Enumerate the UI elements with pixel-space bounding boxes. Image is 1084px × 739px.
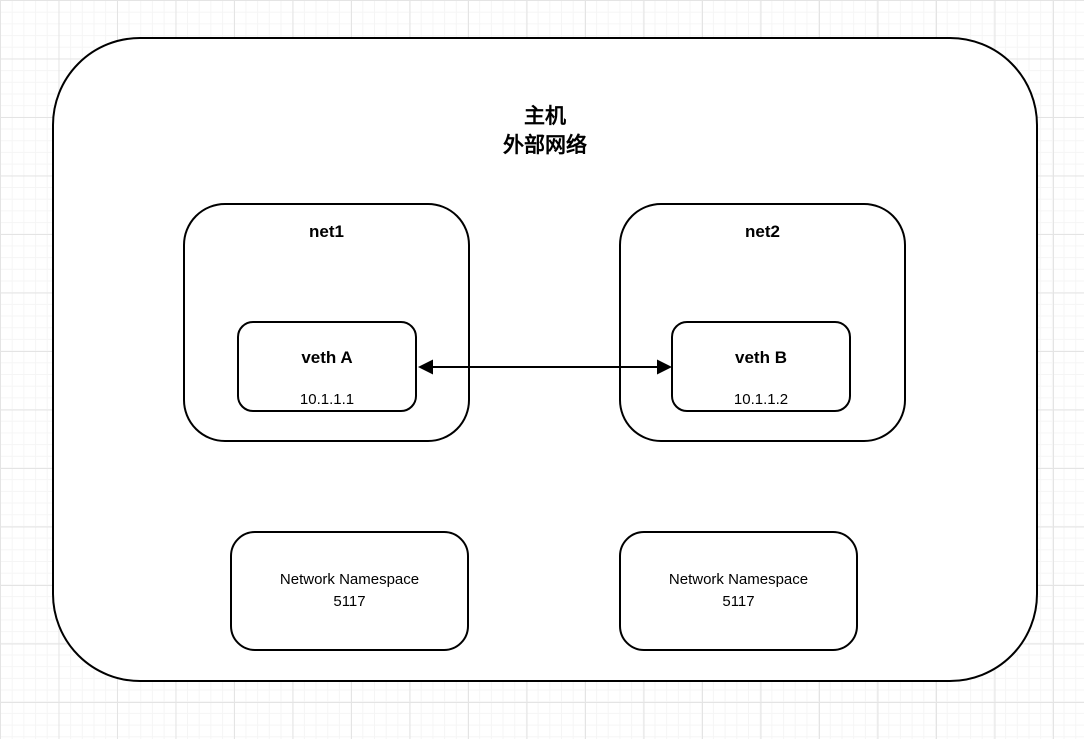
namespace-left-line2: 5117	[333, 593, 366, 610]
namespace-right-text: Network Namespace 5117	[669, 569, 808, 613]
net1-label: net1	[309, 222, 344, 241]
namespace-left-line1: Network Namespace	[279, 571, 420, 588]
veth-b-ip: 10.1.1.2	[733, 391, 789, 408]
namespace-box-left: Network Namespace 5117	[230, 531, 469, 651]
veth-a-box: veth A 10.1.1.1	[237, 321, 417, 412]
namespace-right-line2: 5117	[722, 593, 755, 610]
net2-label: net2	[745, 222, 780, 241]
namespace-box-right: Network Namespace 5117	[619, 531, 858, 651]
bidirectional-arrow	[418, 359, 672, 375]
veth-a-ip: 10.1.1.1	[299, 391, 355, 408]
arrowhead-right	[657, 359, 672, 375]
veth-a-label: veth A	[301, 348, 353, 367]
host-title-line2: 外部网络	[503, 134, 587, 157]
veth-b-label: veth B	[735, 348, 787, 367]
namespace-left-text: Network Namespace 5117	[280, 569, 419, 613]
namespace-right-line1: Network Namespace	[668, 571, 809, 588]
host-title: 主机 外部网络	[52, 102, 1038, 160]
host-title-line1: 主机	[524, 105, 566, 128]
arrowhead-left	[418, 359, 433, 375]
veth-b-box: veth B 10.1.1.2	[671, 321, 851, 412]
